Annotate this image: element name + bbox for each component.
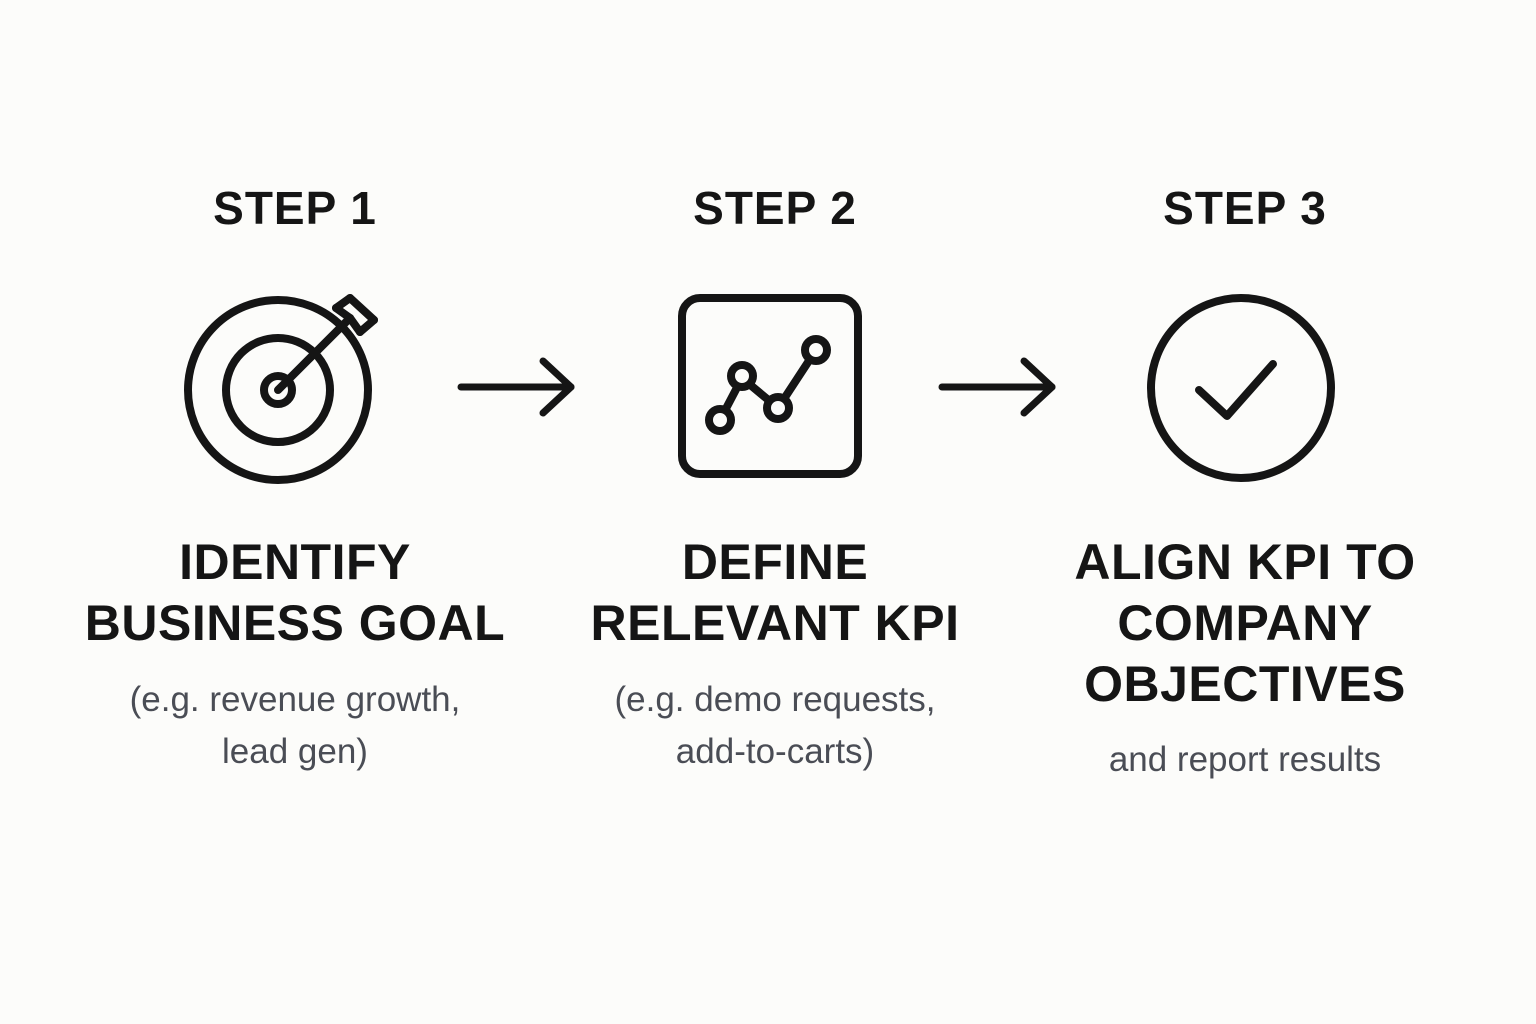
step-2-label: STEP 2 <box>693 182 857 234</box>
step-3-description: and report results <box>1108 740 1382 779</box>
target-arrow-icon <box>178 290 378 490</box>
step-2-title: DEFINE RELEVANT KPI <box>590 534 960 651</box>
step-1-description: (e.g. revenue growth, lead gen) <box>129 680 461 771</box>
right-arrow-icon <box>936 355 1060 419</box>
step-3-label: STEP 3 <box>1163 182 1327 234</box>
step-3-title: ALIGN KPI TO COMPANY OBJECTIVES <box>1074 534 1416 712</box>
step-1-label: STEP 1 <box>213 182 377 234</box>
right-arrow-icon <box>455 355 579 419</box>
step-1-title: IDENTIFY BUSINESS GOAL <box>84 534 506 651</box>
step-2-description: (e.g. demo requests, add-to-carts) <box>614 680 936 771</box>
check-circle-icon <box>1143 290 1343 490</box>
line-chart-icon <box>670 290 870 490</box>
